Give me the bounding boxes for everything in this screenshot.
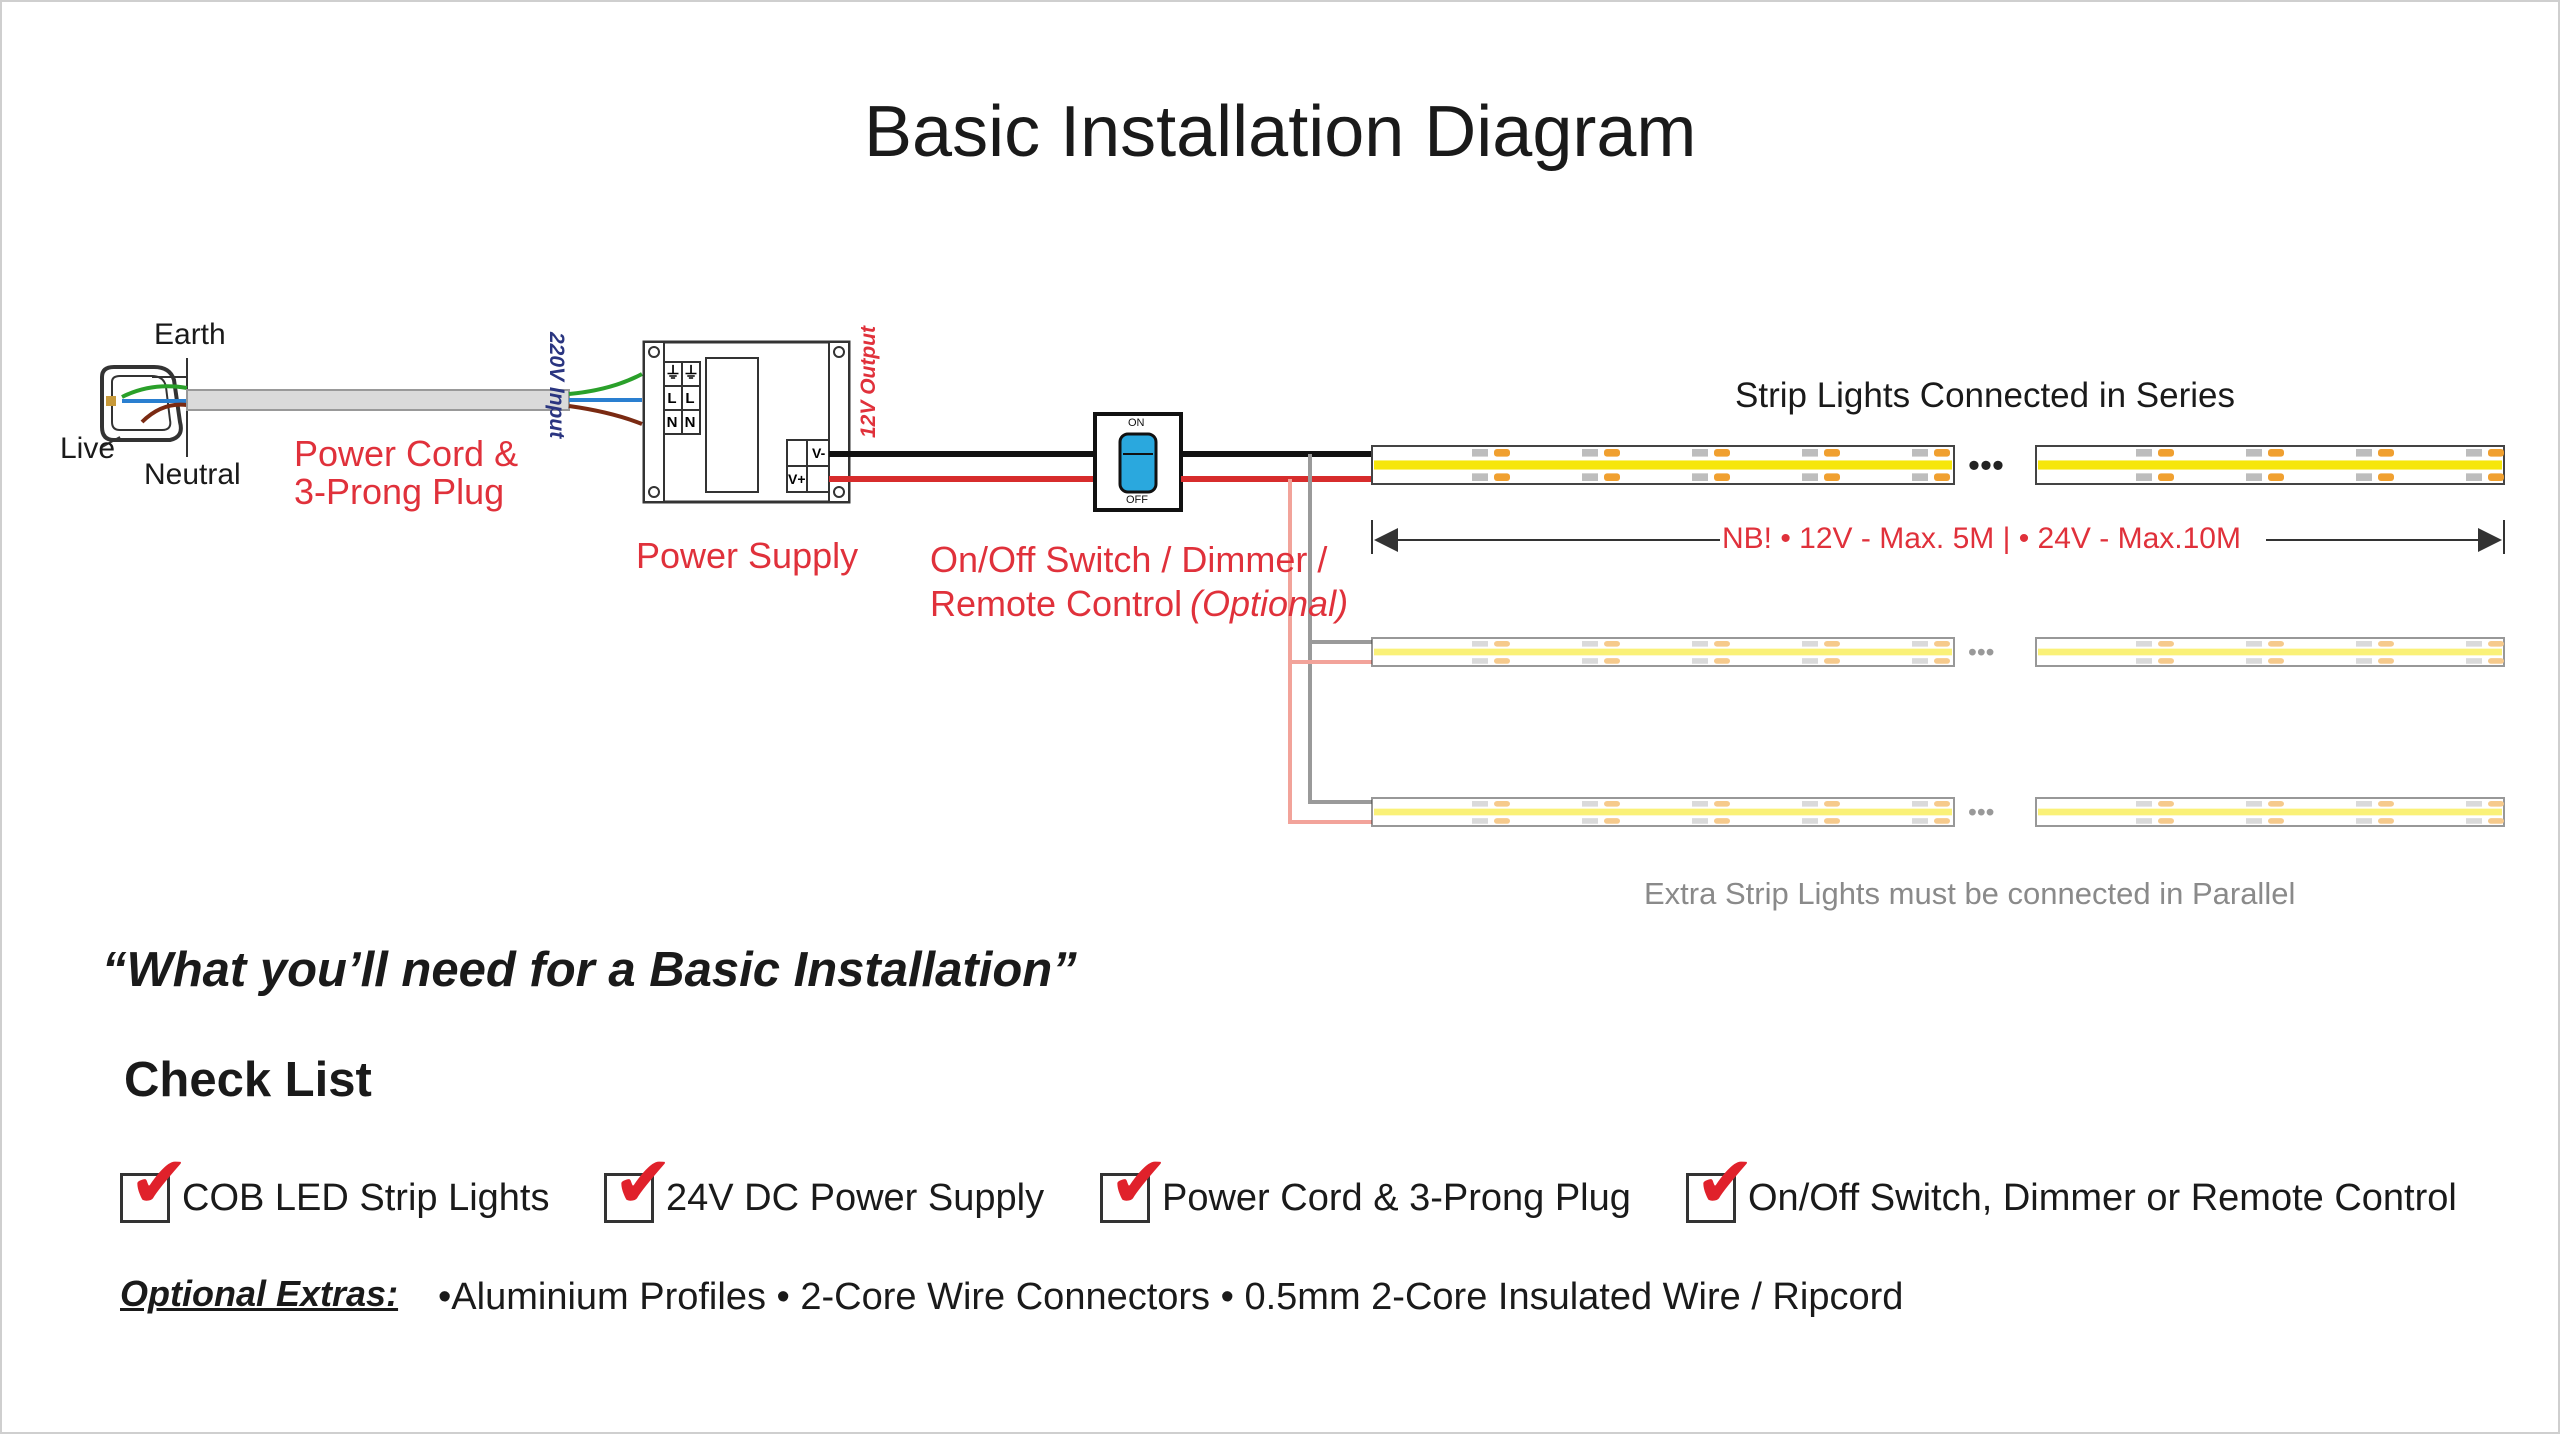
output-voltage-label: 12V Output <box>857 325 880 438</box>
live-label: Live <box>60 432 116 465</box>
checklist-heading: Check List <box>124 1053 372 1107</box>
checklist-item: ✔ COB LED Strip Lights <box>120 1146 550 1226</box>
neutral-label: Neutral <box>144 458 241 491</box>
power-cord-label-line2: 3-Prong Plug <box>294 471 505 512</box>
optional-extras-list: •Aluminium Profiles • 2-Core Wire Connec… <box>438 1276 1904 1318</box>
strip-continuation-icon: ••• <box>1968 638 1994 666</box>
needs-heading: “What you’ll need for a Basic Installati… <box>102 943 1077 997</box>
strip-segment <box>2035 797 2505 827</box>
check-mark-icon: ✔ <box>613 1140 674 1224</box>
checkbox-icon: ✔ <box>1100 1146 1169 1223</box>
earth-label: Earth <box>154 318 226 351</box>
checklist-item-label: COB LED Strip Lights <box>182 1176 550 1219</box>
strip-segment <box>1371 797 1955 827</box>
page-title: Basic Installation Diagram <box>864 92 1697 172</box>
switch-label-line2: Remote Control <box>930 583 1183 624</box>
max-length-note: NB! • 12V - Max. 5M | • 24V - Max.10M <box>1722 522 2241 555</box>
switch-on-label: ON <box>1128 417 1145 429</box>
check-mark-icon: ✔ <box>129 1140 190 1224</box>
series-label: Strip Lights Connected in Series <box>1735 376 2235 415</box>
check-mark-icon: ✔ <box>1109 1140 1170 1224</box>
power-cord <box>186 389 570 411</box>
switch-off-label: OFF <box>1126 494 1148 506</box>
check-mark-icon: ✔ <box>1695 1140 1756 1224</box>
strip-segment <box>1371 637 1955 667</box>
plug-icon <box>100 358 188 457</box>
checklist-item: ✔ 24V DC Power Supply <box>604 1146 1045 1226</box>
checkbox-icon: ✔ <box>120 1146 189 1223</box>
strip-continuation-icon: ••• <box>1968 798 1994 826</box>
terminal-earth: ⏚ <box>665 365 682 382</box>
switch-label-line1: On/Off Switch / Dimmer / <box>930 539 1328 580</box>
strip-lights: ••• ••• ••• <box>1371 445 2505 827</box>
terminal-live: L <box>667 390 677 407</box>
parallel-wire-negative <box>1308 454 1372 804</box>
checklist-item-label: Power Cord & 3-Prong Plug <box>1162 1176 1631 1219</box>
strip-segment <box>2035 445 2505 485</box>
checklist-item-label: On/Off Switch, Dimmer or Remote Control <box>1748 1176 2457 1219</box>
optional-extras-label: Optional Extras: <box>120 1273 399 1314</box>
power-cord-label-line1: Power Cord & <box>294 433 519 474</box>
terminal-neutral-2: N <box>684 414 696 431</box>
terminal-neutral: N <box>666 414 678 431</box>
power-supply-icon <box>642 340 851 504</box>
checkbox-icon: ✔ <box>604 1146 673 1223</box>
strip-continuation-icon: ••• <box>1968 446 2004 484</box>
strip-segment <box>2035 637 2505 667</box>
terminal-negative: V- <box>812 445 826 461</box>
terminal-earth-2: ⏚ <box>683 365 700 382</box>
switch-icon <box>1093 412 1183 512</box>
parallel-note: Extra Strip Lights must be connected in … <box>1644 876 2296 911</box>
strip-segment <box>1371 445 1955 485</box>
terminal-positive: V+ <box>788 471 806 487</box>
checkbox-icon: ✔ <box>1686 1146 1755 1223</box>
terminal-live-2: L <box>685 390 695 407</box>
input-voltage-label: 220V Input <box>545 332 568 439</box>
checklist-item: ✔ Power Cord & 3-Prong Plug <box>1100 1146 1631 1226</box>
switch-optional-label: (Optional) <box>1190 583 1349 624</box>
parallel-wire-positive <box>1288 479 1372 824</box>
power-supply-label: Power Supply <box>636 535 859 576</box>
checklist-item: ✔ On/Off Switch, Dimmer or Remote Contro… <box>1686 1146 2457 1226</box>
checklist-item-label: 24V DC Power Supply <box>666 1176 1045 1219</box>
